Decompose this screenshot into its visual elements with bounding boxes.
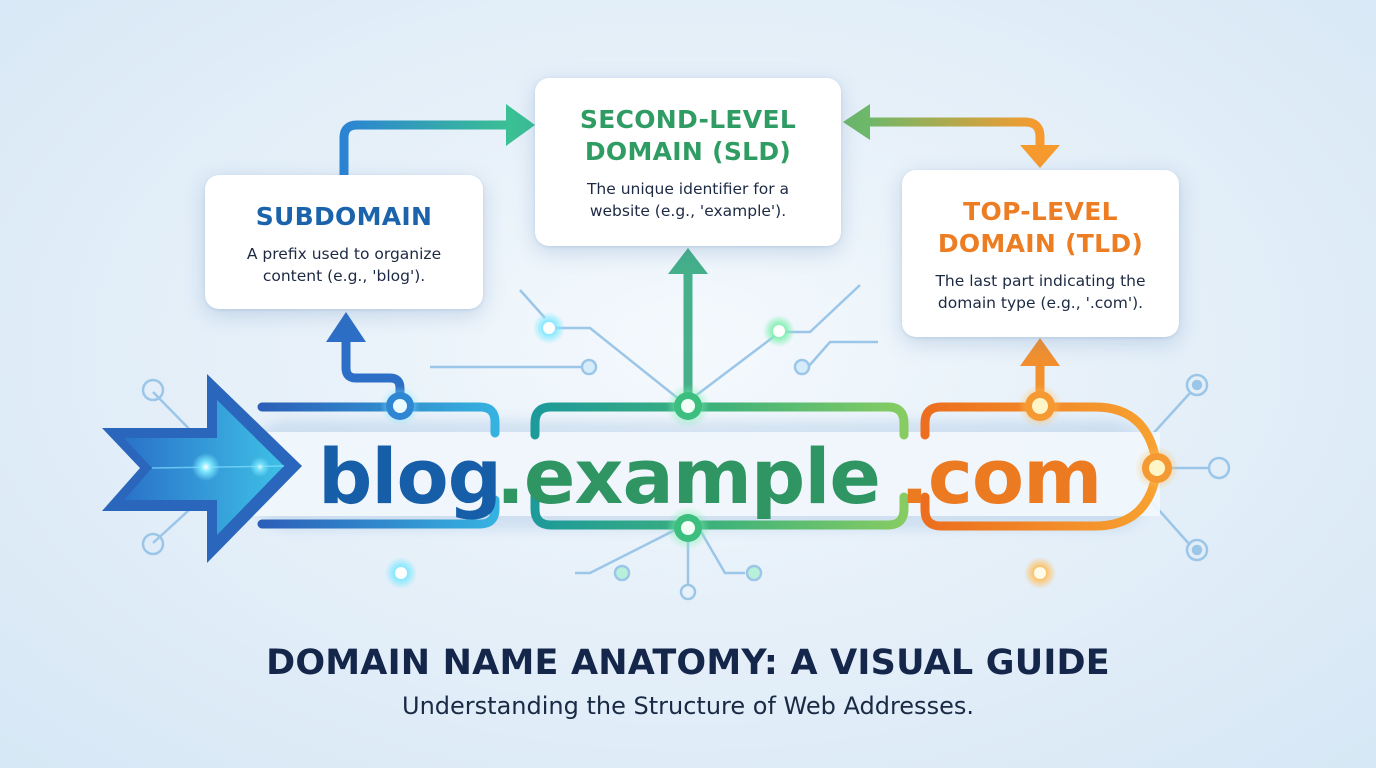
diagram-subtitle: Understanding the Structure of Web Addre…: [402, 692, 974, 720]
circuit-lines-decoration: [141, 284, 1231, 601]
subdomain-desc-line-1: A prefix used to organize: [246, 245, 442, 263]
sld-title-line-1: SECOND-LEVEL: [579, 105, 797, 134]
subdomain-card: SUBDOMAIN A prefix used to organize cont…: [205, 175, 483, 309]
tld-card: TOP-LEVEL DOMAIN (TLD) The last part ind…: [902, 170, 1179, 337]
subdomain-to-sld-arrow: [339, 104, 535, 176]
sld-tld-bidirectional-arrow: [843, 104, 1060, 168]
tld-title-line-2: DOMAIN (TLD): [937, 229, 1144, 258]
tld-card-title: TOP-LEVEL DOMAIN (TLD): [902, 196, 1179, 260]
sld-card: SECOND-LEVEL DOMAIN (SLD) The unique ide…: [535, 78, 841, 246]
subdomain-connector-arrow: [326, 312, 405, 406]
subdomain-bracket: [257, 402, 500, 529]
sld-card-description: The unique identifier for a website (e.g…: [535, 178, 841, 222]
url-subdomain-segment: blog: [318, 432, 502, 521]
connection-nodes: [380, 312, 1179, 589]
sld-desc-line-2: website (e.g., 'example').: [589, 202, 787, 220]
url-tld-segment: .com: [900, 432, 1102, 521]
sld-connector-arrow: [668, 248, 708, 404]
tld-title-line-1: TOP-LEVEL: [963, 197, 1118, 226]
tld-card-description: The last part indicating the domain type…: [902, 270, 1179, 314]
url-band: [230, 432, 1160, 516]
url-sld-segment: .example: [496, 432, 881, 521]
diagram-title: DOMAIN NAME ANATOMY: A VISUAL GUIDE: [266, 643, 1110, 683]
sld-desc-line-1: The unique identifier for a: [586, 180, 790, 198]
tld-desc-line-2: domain type (e.g., '.com').: [937, 294, 1144, 312]
subdomain-desc-line-2: content (e.g., 'blog').: [262, 267, 426, 285]
pointer-arrow-graphic: [102, 374, 302, 563]
tld-desc-line-1: The last part indicating the: [935, 272, 1146, 290]
subdomain-card-description: A prefix used to organize content (e.g.,…: [205, 243, 483, 287]
sld-bracket: [530, 402, 909, 530]
sld-card-title: SECOND-LEVEL DOMAIN (SLD): [535, 104, 841, 168]
sld-title-line-2: DOMAIN (SLD): [584, 137, 792, 166]
subdomain-card-title: SUBDOMAIN: [255, 202, 433, 231]
